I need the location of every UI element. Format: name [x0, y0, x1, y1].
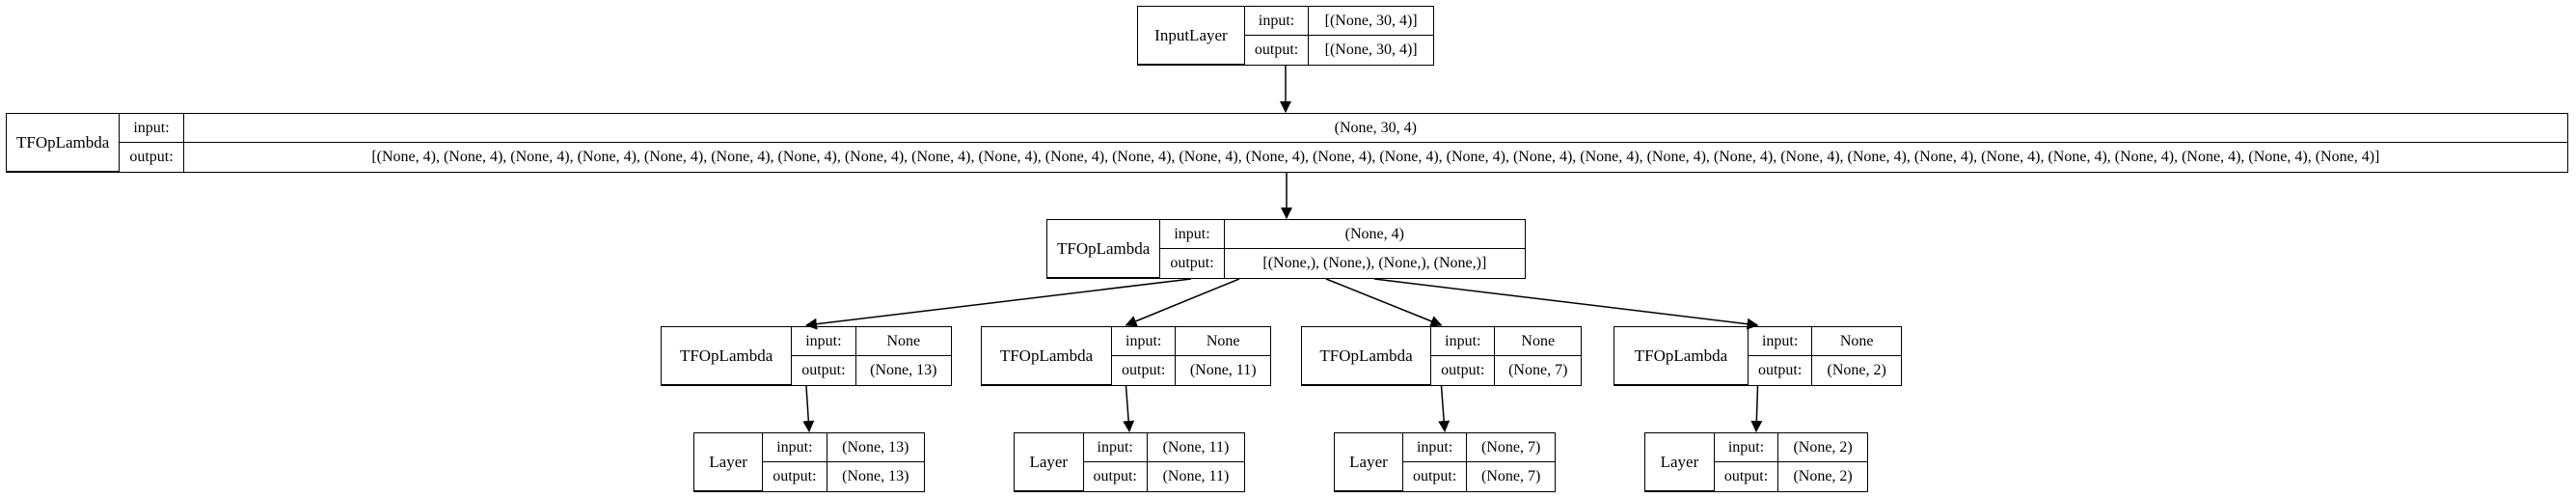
node-name: Layer: [1645, 433, 1715, 491]
node-tfoplambda-branch-1: TFOpLambda input: None output: (None, 13…: [661, 326, 952, 386]
node-layer-4: Layer input: (None, 2) output: (None, 2): [1644, 432, 1868, 492]
node-name: Layer: [1335, 433, 1403, 491]
node-name: InputLayer: [1138, 7, 1245, 65]
output-label: output:: [762, 461, 827, 491]
output-shape: (None, 11): [1175, 355, 1270, 385]
input-shape: (None, 4): [1223, 220, 1525, 250]
node-tfoplambda-branch-2: TFOpLambda input: None output: (None, 11…: [981, 326, 1271, 386]
node-tfoplambda-branch-3: TFOpLambda input: None output: (None, 7): [1301, 326, 1582, 386]
output-shape: (None, 7): [1494, 355, 1581, 385]
output-label: output:: [1159, 248, 1225, 278]
output-label: output:: [1714, 461, 1779, 491]
node-name: TFOpLambda: [982, 327, 1113, 385]
input-label: input:: [1111, 327, 1177, 357]
input-label: input:: [1243, 7, 1310, 37]
edge-unstack-to-op4: [1373, 278, 1759, 330]
input-shape: [(None, 30, 4)]: [1308, 7, 1433, 37]
output-shape: (None, 13): [854, 355, 951, 385]
node-tfoplambda-unstack: TFOpLambda input: (None, 4) output: [(No…: [1046, 219, 1526, 279]
input-label: input:: [1713, 433, 1779, 463]
output-shape: (None, 2): [1811, 355, 1901, 385]
edge-unstack-to-op1: [805, 278, 1192, 330]
input-label: input:: [791, 327, 856, 357]
node-name: Layer: [1015, 433, 1084, 491]
node-layer-1: Layer input: (None, 13) output: (None, 1…: [693, 432, 925, 492]
node-name: TFOpLambda: [7, 114, 121, 172]
output-shape: (None, 11): [1146, 461, 1244, 491]
node-name: Layer: [694, 433, 764, 491]
output-shape: [(None,), (None,), (None,), (None,)]: [1223, 248, 1525, 278]
output-label: output:: [1402, 461, 1468, 491]
input-label: input:: [762, 433, 827, 463]
output-label: output:: [1748, 355, 1813, 385]
output-shape: [(None, 4), (None, 4), (None, 4), (None,…: [182, 142, 2567, 172]
node-layer-2: Layer input: (None, 11) output: (None, 1…: [1014, 432, 1245, 492]
input-shape: (None, 13): [826, 433, 924, 463]
edge-op3-to-layer3: [1438, 385, 1451, 432]
output-label: output:: [1244, 35, 1310, 65]
input-label: input:: [1159, 220, 1225, 250]
output-label: output:: [1083, 461, 1148, 491]
node-name: TFOpLambda: [1302, 327, 1432, 385]
node-name: TFOpLambda: [662, 327, 793, 385]
input-label: input:: [1401, 433, 1468, 463]
output-shape: [(None, 30, 4)]: [1308, 35, 1433, 65]
node-name: TFOpLambda: [1047, 220, 1161, 278]
output-label: output:: [1430, 355, 1496, 385]
input-shape: (None, 11): [1146, 433, 1244, 463]
input-shape: None: [1811, 327, 1901, 357]
input-shape: (None, 2): [1777, 433, 1867, 463]
edge-op2-to-layer2: [1123, 385, 1135, 432]
node-tfoplambda-branch-4: TFOpLambda input: None output: (None, 2): [1613, 326, 1902, 386]
input-label: input:: [1430, 327, 1496, 357]
input-label: input:: [119, 114, 184, 144]
node-input-layer: InputLayer input: [(None, 30, 4)] output…: [1137, 6, 1434, 66]
output-label: output:: [119, 142, 184, 172]
output-label: output:: [791, 355, 856, 385]
node-tfoplambda-split: TFOpLambda input: (None, 30, 4) output: …: [6, 113, 2568, 173]
node-name: TFOpLambda: [1614, 327, 1749, 385]
edge-op4-to-layer4: [1750, 385, 1763, 432]
edge-unstack-to-op2: [1125, 278, 1240, 327]
output-shape: (None, 13): [826, 461, 924, 491]
node-layer-3: Layer input: (None, 7) output: (None, 7): [1334, 432, 1556, 492]
output-shape: (None, 2): [1777, 461, 1867, 491]
output-label: output:: [1111, 355, 1177, 385]
output-shape: (None, 7): [1466, 461, 1555, 491]
input-shape: None: [1494, 327, 1581, 357]
edge-unstack-to-op3: [1325, 278, 1443, 327]
edge-op1-to-layer1: [802, 385, 815, 432]
